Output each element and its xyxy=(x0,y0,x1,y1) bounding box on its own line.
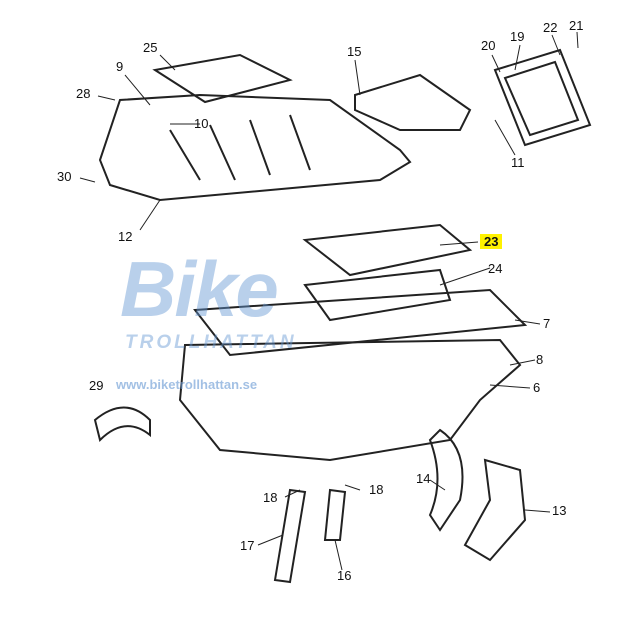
callout-23-highlighted: 23 xyxy=(480,234,503,249)
watermark-url: www.biketrollhattan.se xyxy=(116,377,258,392)
watermark-logo: Bike xyxy=(120,245,279,333)
callout-25: 25 xyxy=(143,40,158,55)
callout-15: 15 xyxy=(347,44,362,59)
callout-22: 22 xyxy=(543,20,558,35)
callout-18-right: 18 xyxy=(369,482,384,497)
callout-13: 13 xyxy=(552,503,567,518)
callout-7: 7 xyxy=(543,316,551,331)
callout-12: 12 xyxy=(118,229,133,244)
part-8-case xyxy=(178,338,522,462)
part-23-element xyxy=(302,223,473,277)
callout-17: 17 xyxy=(240,538,255,553)
part-29-cap xyxy=(93,406,151,442)
callout-8: 8 xyxy=(536,352,544,367)
callout-30: 30 xyxy=(57,169,72,184)
callout-28: 28 xyxy=(76,86,91,101)
callout-20: 20 xyxy=(481,38,496,53)
watermark-subtitle: TROLLHATTAN xyxy=(125,332,297,353)
part-25-filter-plate xyxy=(152,53,293,104)
callout-29: 29 xyxy=(89,378,104,393)
callout-24: 24 xyxy=(488,261,503,276)
callout-16: 16 xyxy=(337,568,352,583)
part-24-mesh xyxy=(303,268,452,322)
callout-21: 21 xyxy=(569,18,584,33)
callout-10: 10 xyxy=(194,116,209,131)
callout-6: 6 xyxy=(533,380,541,395)
part-19-gasket xyxy=(493,48,592,147)
part-7-seal xyxy=(193,288,528,357)
part-16-strap xyxy=(323,488,347,541)
callout-9: 9 xyxy=(116,59,124,74)
callout-19: 19 xyxy=(510,29,525,44)
part-15-duct xyxy=(354,73,472,131)
callout-18-left: 18 xyxy=(263,490,278,505)
part-17-strap xyxy=(273,488,307,584)
callout-11: 11 xyxy=(511,155,525,170)
callout-14: 14 xyxy=(416,471,431,486)
part-13-boot xyxy=(463,458,527,562)
part-12-cover xyxy=(98,93,412,202)
part-14-boot xyxy=(428,428,464,532)
leader-lines xyxy=(79,31,579,571)
part-12-cover-ribs xyxy=(169,114,311,181)
